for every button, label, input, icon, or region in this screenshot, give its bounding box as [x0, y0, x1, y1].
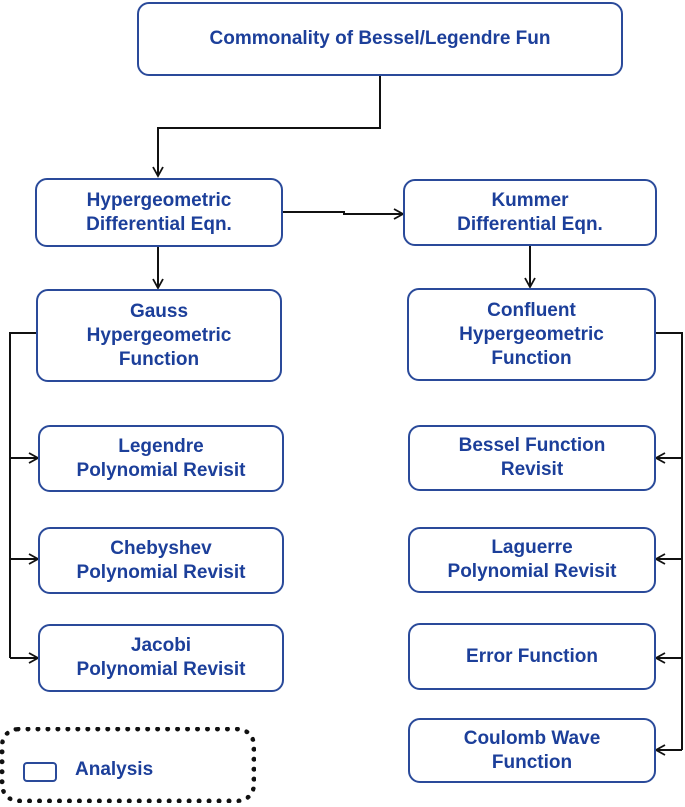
gauss-function-node[interactable]: Gauss Hypergeometric Function [36, 289, 282, 382]
coulomb-node[interactable]: Coulomb Wave Function [408, 718, 656, 783]
laguerre-node[interactable]: Laguerre Polynomial Revisit [408, 527, 656, 593]
chebyshev-node[interactable]: Chebyshev Polynomial Revisit [38, 527, 284, 594]
error-function-node[interactable]: Error Function [408, 623, 656, 690]
legend-label-analysis: Analysis [75, 759, 154, 780]
hypergeometric-eqn-node[interactable]: Hypergeometric Differential Eqn. [35, 178, 283, 247]
jacobi-node[interactable]: Jacobi Polynomial Revisit [38, 624, 284, 692]
connector-gauss-bus [9, 332, 38, 658]
connector-confluent-bus [656, 332, 683, 750]
legendre-node[interactable]: Legendre Polynomial Revisit [38, 425, 284, 492]
confluent-function-node[interactable]: Confluent Hypergeometric Function [407, 288, 656, 381]
root-node[interactable]: Commonality of Bessel/Legendre Fun [137, 2, 623, 76]
bessel-node[interactable]: Bessel Function Revisit [408, 425, 656, 491]
kummer-eqn-node[interactable]: Kummer Differential Eqn. [403, 179, 657, 246]
legend-swatch-analysis [23, 762, 57, 782]
connector-hypergeometric-to-kummer [283, 208, 405, 220]
connector-root-to-hypergeometric [152, 76, 381, 178]
legend: Analysis [0, 727, 256, 803]
